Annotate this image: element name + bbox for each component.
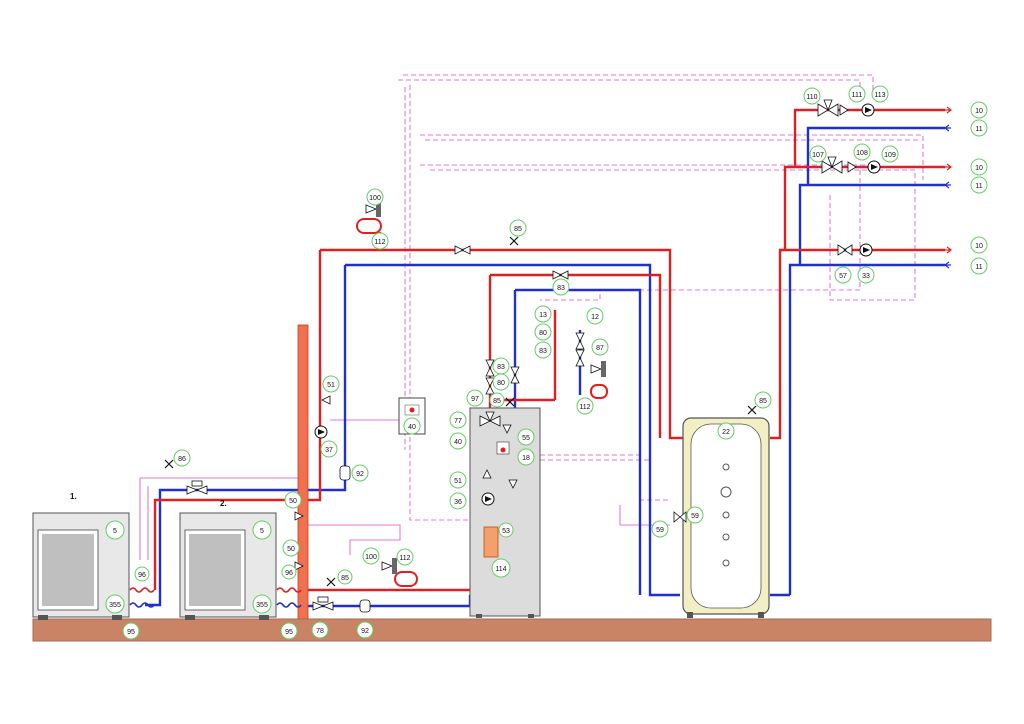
unit-1-number: 5 — [113, 528, 117, 535]
label-83-connector: 83 — [557, 285, 565, 292]
outlet-1-supply: 10 — [975, 108, 983, 115]
label-37: 37 — [325, 447, 333, 454]
label-85-buffer: 85 — [759, 398, 767, 405]
label-112-cold: 112 — [579, 404, 590, 411]
outlet-2-supply: 10 — [975, 165, 983, 172]
label-50-bottom: 50 — [287, 546, 295, 553]
expansion-vessel-lower — [394, 571, 418, 587]
valve-symbols — [186, 99, 853, 611]
expansion-vessel-cold — [590, 384, 608, 399]
label-97: 97 — [471, 396, 479, 403]
label-86: 86 — [178, 456, 186, 463]
unit-1-tag: 1. — [70, 492, 77, 501]
outlet-3-supply: 10 — [975, 243, 983, 250]
label-55: 55 — [522, 435, 530, 442]
label-12: 12 — [591, 314, 599, 321]
label-77: 77 — [454, 418, 462, 425]
label-51-loop: 51 — [327, 382, 335, 389]
label-22: 22 — [722, 429, 730, 436]
label-96-2: 96 — [285, 570, 293, 577]
label-40-tank: 40 — [454, 439, 462, 446]
label-108: 108 — [856, 150, 868, 157]
floor-slab — [32, 618, 992, 642]
label-114: 114 — [495, 566, 506, 573]
label-85-top: 85 — [514, 226, 522, 233]
label-95-1: 95 — [127, 629, 135, 636]
unit-1-sub: 355 — [109, 602, 121, 609]
sensor-symbols — [339, 465, 371, 613]
unit-2-tag: 2. — [220, 499, 227, 508]
component-labels: 5 355 5 355 10 11 10 11 10 11 110 111 11… — [105, 85, 988, 640]
label-95-2: 95 — [285, 629, 293, 636]
label-80-tank: 80 — [497, 380, 505, 387]
label-112-lower: 112 — [399, 555, 410, 562]
label-33: 33 — [862, 273, 870, 280]
label-85-tank: 85 — [493, 398, 501, 405]
label-100-lower: 100 — [365, 554, 377, 561]
label-57: 57 — [839, 273, 847, 280]
label-85-lower: 85 — [341, 575, 349, 582]
label-13: 13 — [539, 312, 547, 319]
label-80-stack: 80 — [539, 330, 547, 337]
supply-pipes — [153, 108, 945, 592]
label-78: 78 — [316, 628, 324, 635]
unit-2-number: 5 — [260, 528, 264, 535]
pump-symbols — [314, 103, 881, 506]
outlet-1-return: 11 — [975, 126, 982, 133]
label-87: 87 — [596, 345, 604, 352]
label-92-bottom: 92 — [361, 628, 369, 635]
outlet-3-return: 11 — [975, 264, 982, 271]
label-113: 113 — [874, 92, 885, 99]
label-109: 109 — [884, 152, 896, 159]
safety-valves — [365, 201, 606, 574]
label-96-1: 96 — [138, 572, 146, 579]
unit-2-sub: 355 — [256, 602, 268, 609]
controller-box — [398, 397, 426, 435]
label-111: 111 — [852, 92, 863, 99]
expansion-vessel-top — [356, 218, 382, 234]
label-92-left: 92 — [356, 471, 364, 478]
label-51-tank: 51 — [454, 478, 462, 485]
check-valves — [294, 104, 857, 571]
riser-column — [297, 324, 309, 621]
label-83-stack: 83 — [539, 348, 547, 355]
label-59-left: 59 — [656, 527, 664, 534]
air-vents — [164, 236, 757, 587]
label-110: 110 — [806, 94, 817, 101]
label-36: 36 — [454, 499, 462, 506]
flex-hoses — [129, 587, 302, 608]
label-59-right: 59 — [691, 513, 699, 520]
label-112-top: 112 — [374, 239, 385, 246]
label-40-controller: 40 — [408, 424, 416, 431]
label-100-top: 100 — [369, 195, 381, 202]
label-107: 107 — [812, 152, 824, 159]
label-83-tank: 83 — [497, 364, 505, 371]
outlet-2-return: 11 — [975, 183, 982, 190]
label-50-top: 50 — [289, 498, 297, 505]
label-18: 18 — [522, 455, 530, 462]
label-53: 53 — [502, 528, 510, 535]
buffer-tank — [682, 417, 770, 618]
outlet-arrows — [944, 106, 952, 269]
